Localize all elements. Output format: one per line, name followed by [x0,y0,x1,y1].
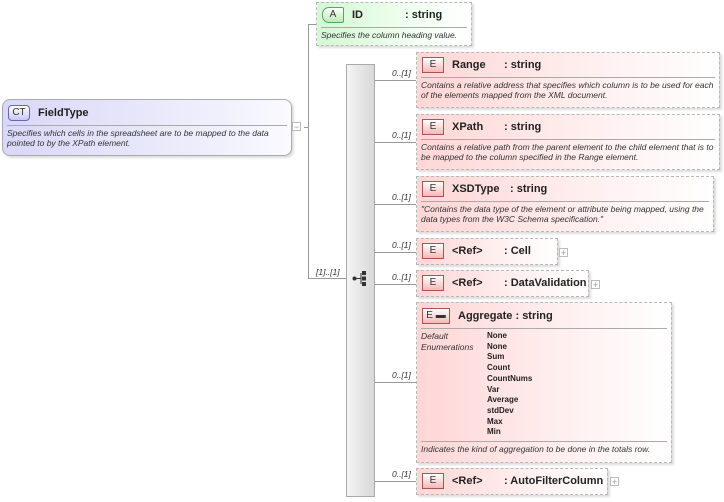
element-ref-datavalidation[interactable]: E <Ref> : DataValidation [416,270,589,297]
enum-value: Max [487,416,503,426]
child-connector [375,142,416,143]
child-connector [375,80,416,81]
element-type: : AutoFilterColumn [504,475,604,487]
enum-value: None [487,341,507,351]
complex-type-icon: CT [8,104,30,121]
enum-value: CountNums [487,373,533,383]
attribute-id[interactable]: A ID : string Specifies the column heading… [316,2,472,46]
element-icon: E [422,119,444,135]
enum-value: Average [487,395,519,405]
element-ref-cell[interactable]: E <Ref> : Cell [416,238,558,265]
element-xpath[interactable]: E XPath : string Contains a relative path … [416,114,720,170]
enum-value: Sum [487,352,505,362]
element-icon: E [422,57,444,73]
element-description: Contains a relative path from the parent… [421,139,715,162]
element-description: Contains a relative address that specifi… [421,77,715,100]
attribute-name: ID [352,9,363,21]
element-icon: E [422,275,444,291]
element-name: <Ref> [452,277,483,289]
connector [308,24,309,279]
element-cardinality: 0..[1] [392,130,411,140]
element-ref-autofiltercolumn[interactable]: E <Ref> : AutoFilterColumn [416,468,608,495]
attribute-type: : string [405,9,443,21]
element-name: XSDType [452,183,500,195]
attribute-description: Specifies the column heading value. [321,27,467,40]
enumerations-label: Enumerations [421,341,474,352]
element-icon: E [422,243,444,259]
connector [308,24,318,25]
child-connector [375,481,416,482]
element-type: : string [504,59,542,71]
enum-value: stdDev [487,405,514,415]
element-type: : DataValidation [504,277,587,289]
element-name: <Ref> [452,475,483,487]
element-cardinality: 0..[1] [392,272,411,282]
complex-type-name: FieldType [38,106,89,119]
default-label: Default [421,331,448,341]
child-connector [375,204,416,205]
collapse-button[interactable]: − [292,122,301,132]
element-xsdtype[interactable]: E XSDType : string "Contains the data type… [416,176,714,232]
complex-type-description: Specifies which cells in the spreadsheet… [7,125,287,148]
child-connector [375,284,416,285]
enum-value: Min [487,427,501,437]
child-connector [375,252,416,253]
element-cardinality: 0..[1] [392,240,411,250]
element-type: : Cell [504,245,531,257]
connector [308,278,346,279]
element-type: : string [510,183,548,195]
element-name: <Ref> [452,245,483,257]
sequence-icon [352,271,366,286]
element-name: Aggregate [458,309,513,322]
expand-button[interactable]: + [559,248,568,258]
complex-type-fieldtype[interactable]: CT FieldType Specifies which cells in the… [2,99,292,156]
element-description: "Contains the data type of the element o… [421,201,709,224]
connector [304,127,308,128]
element-name: Range [452,59,486,71]
element-aggregate[interactable]: E ▬ Aggregate : string Default Enumeratio… [416,302,672,463]
element-cardinality: 0..[1] [392,68,411,78]
element-cardinality: 0..[1] [392,370,411,380]
element-name: XPath [452,121,484,133]
element-type: : string [515,309,553,322]
element-icon: E ▬ [422,307,450,324]
element-description: Indicates the kind of aggregation to be … [421,441,667,454]
expand-button[interactable]: + [610,477,619,487]
element-icon: E [422,473,444,489]
enum-value: Count [487,363,511,373]
expand-button[interactable]: + [591,280,600,290]
enum-value: Var [487,384,500,394]
attribute-icon: A [322,7,344,23]
sequence-cardinality: [1]..[1] [316,267,340,277]
element-type: : string [504,121,542,133]
element-cardinality: 0..[1] [392,469,411,479]
default-value: None [487,331,507,340]
element-icon: E [422,181,444,197]
child-connector [375,382,416,383]
element-cardinality: 0..[1] [392,192,411,202]
element-range[interactable]: E Range : string Contains a relative addre… [416,52,720,108]
